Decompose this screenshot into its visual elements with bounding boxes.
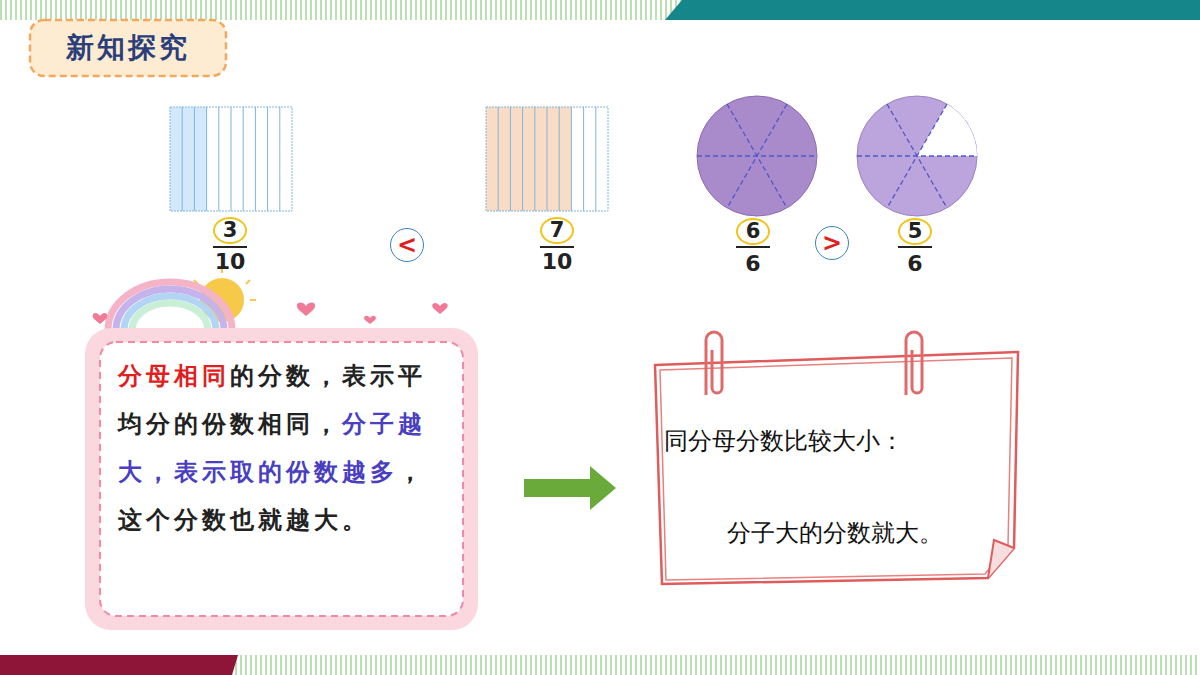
- arrow-shape: [524, 466, 616, 510]
- numerator: 5: [908, 221, 923, 242]
- compare-circle: <: [390, 228, 424, 262]
- denominator: 10: [542, 250, 573, 274]
- numerator-oval: 5: [898, 218, 932, 245]
- rule-board: 分母相同的分数，表示平均分的份数相同，分子越大，表示取的份数越多，这个分数也就越…: [118, 352, 448, 608]
- rule-text: 分母相同: [118, 362, 230, 390]
- section-title: 新知探究: [30, 20, 226, 76]
- top-teal-bar: [665, 0, 1200, 20]
- strip-rect-3-10: [170, 107, 292, 211]
- numerator-oval: 7: [540, 217, 574, 244]
- strip-rect-7-10: [486, 107, 608, 211]
- compare-sign: <: [397, 233, 417, 257]
- summary-note: 同分母分数比较大小： 分子大的分数就大。: [662, 372, 1008, 572]
- pink-board-inner: [100, 342, 463, 616]
- note-paper: [655, 352, 1018, 584]
- note-heading: 同分母分数比较大小：: [662, 424, 1008, 458]
- bottom-red-bar: [0, 655, 238, 675]
- note-body: 分子大的分数就大。: [662, 516, 1008, 550]
- numerator: 3: [223, 220, 238, 241]
- numerator: 7: [550, 220, 565, 241]
- compare-sign: >: [822, 231, 842, 255]
- denominator: 6: [907, 252, 922, 276]
- rule-paragraph: 分母相同的分数，表示平均分的份数相同，分子越大，表示取的份数越多，这个分数也就越…: [118, 352, 448, 544]
- flow-arrow: [524, 466, 616, 510]
- numerator: 6: [746, 221, 761, 242]
- numerator-oval: 6: [736, 218, 770, 245]
- hearts: [93, 303, 448, 324]
- title-badge: [30, 20, 226, 76]
- circle-5-6: [857, 96, 977, 216]
- top-stripes: [0, 0, 700, 20]
- denominator: 10: [215, 250, 246, 274]
- bottom-stripes: [230, 655, 1200, 675]
- numerator-oval: 3: [213, 217, 247, 244]
- compare-circle: >: [815, 226, 849, 260]
- circle-6-6: [697, 96, 817, 216]
- paperclips: [706, 332, 922, 395]
- rainbow-sun: [108, 268, 256, 330]
- denominator: 6: [745, 252, 760, 276]
- pink-board: [85, 328, 478, 630]
